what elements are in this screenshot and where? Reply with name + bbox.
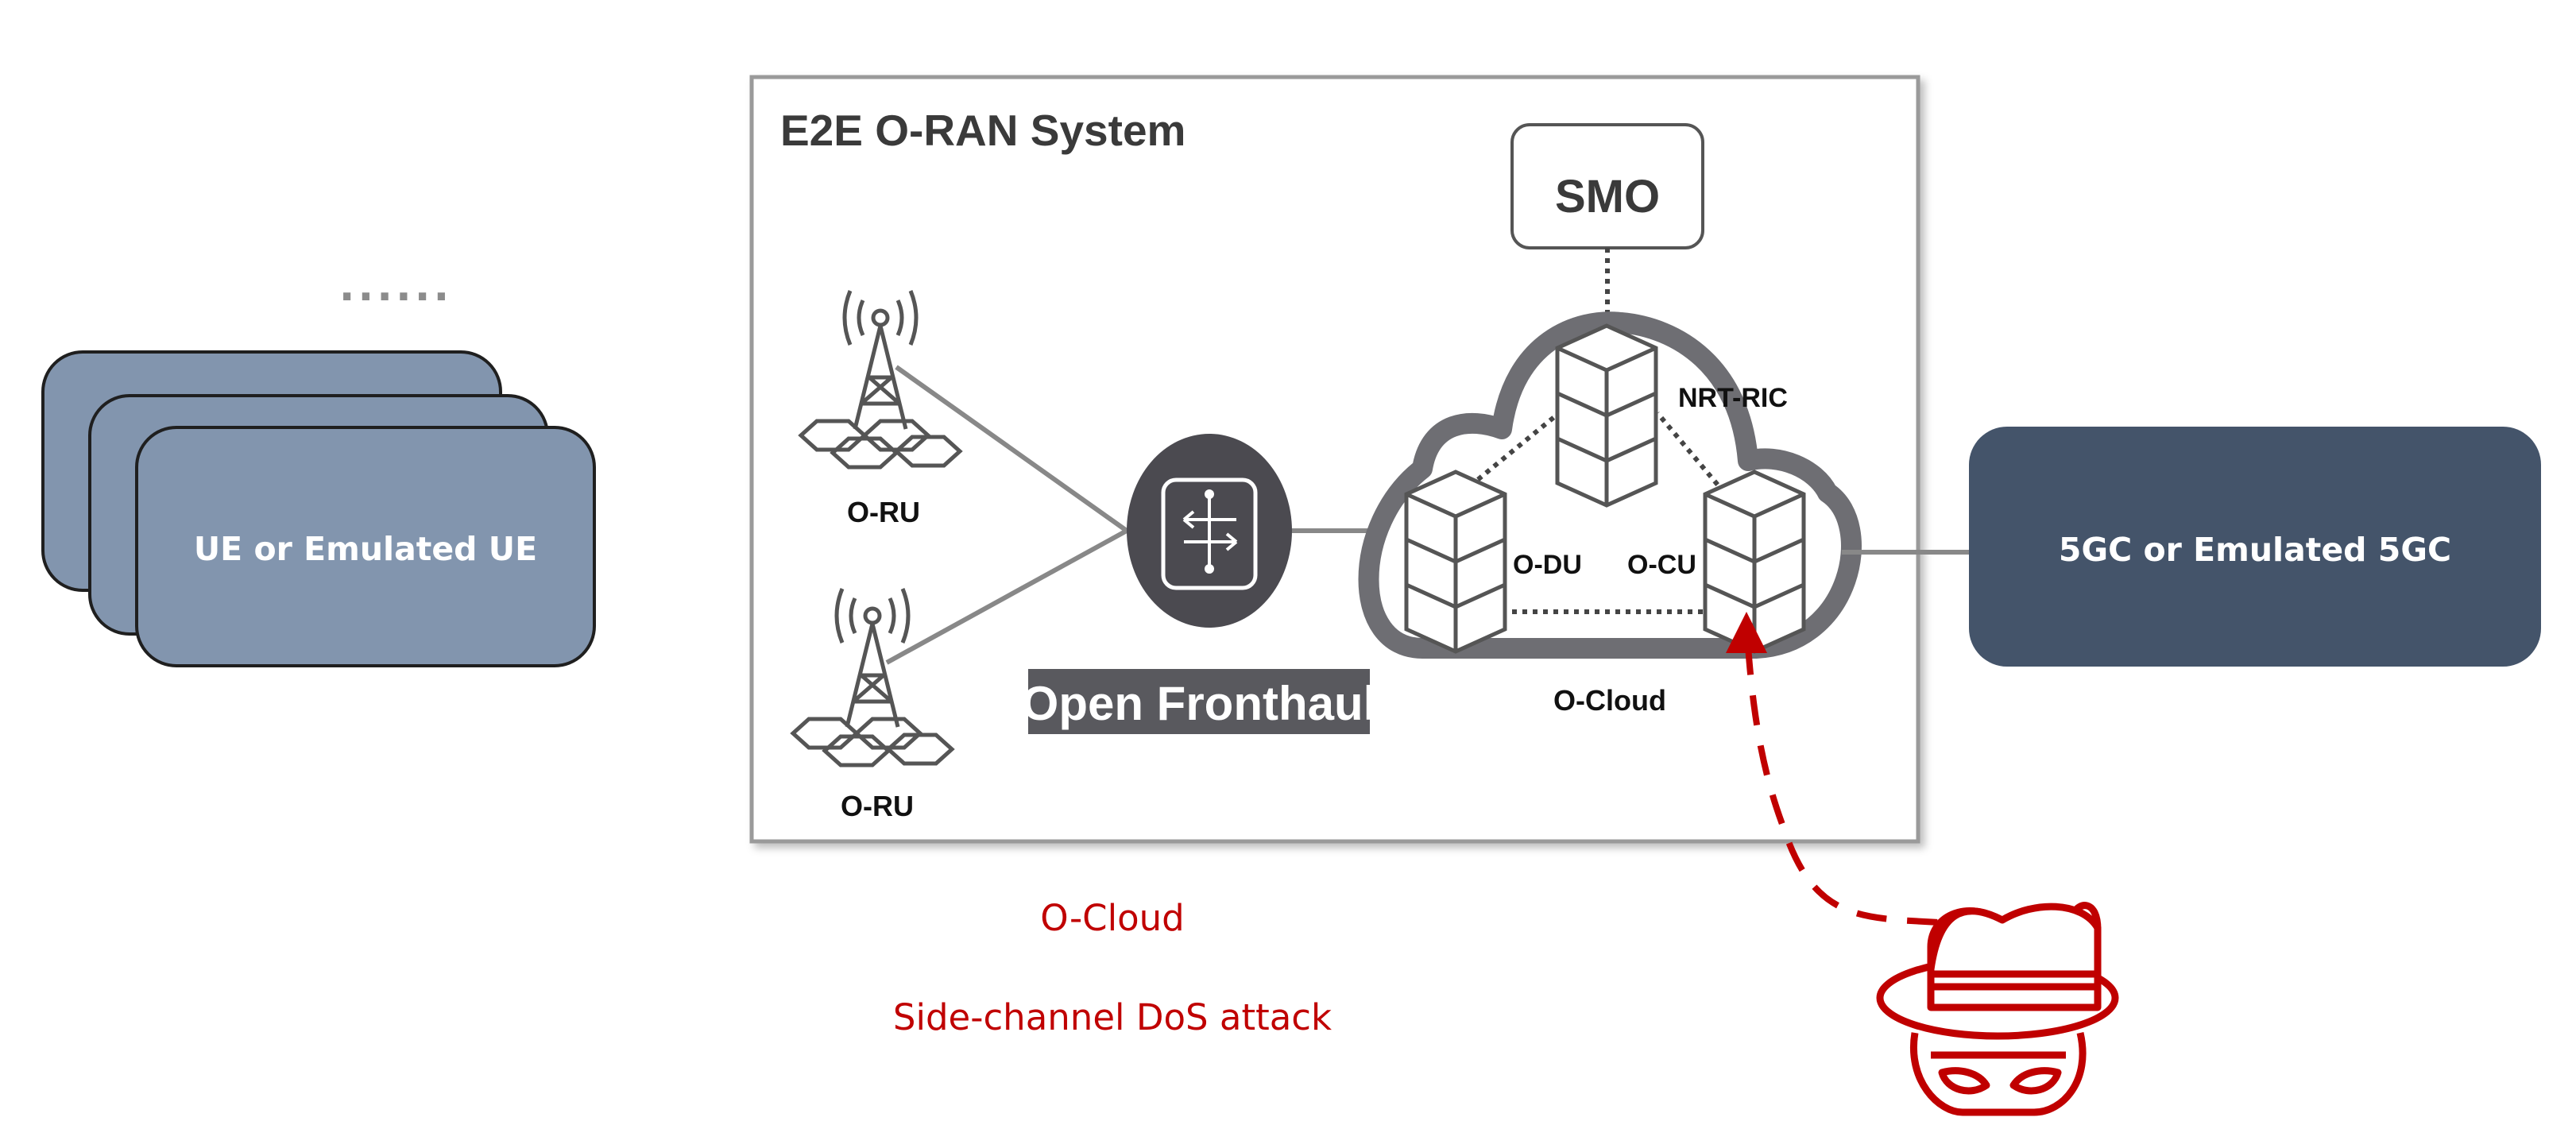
- attack-arrow: [1743, 622, 1989, 930]
- nrt-ric-label: NRT-RIC: [1678, 383, 1788, 413]
- core-box: [1969, 427, 2541, 667]
- ocu-label: O-CU: [1627, 550, 1696, 580]
- attack-text-line2: Side-channel DoS attack: [893, 996, 1332, 1038]
- ue-ellipsis: ......: [339, 263, 453, 311]
- cell-tower-icon: [790, 588, 955, 767]
- smo-label: SMO: [1555, 171, 1660, 222]
- link-ocu-ric: [1655, 412, 1727, 494]
- link-oru-bottom: [885, 528, 1128, 665]
- oran-system: E2E O-RAN System SMO O-RU: [749, 75, 1920, 844]
- switch-icon: [1127, 434, 1292, 628]
- oru-bottom-label: O-RU: [841, 790, 914, 822]
- odu-label: O-DU: [1513, 550, 1582, 580]
- system-title: E2E O-RAN System: [780, 106, 1186, 155]
- fronthaul-label-bg: [1028, 669, 1370, 734]
- core-network: 5GC or Emulated 5GC: [1969, 427, 2541, 667]
- ocloud-label: O-Cloud: [1553, 684, 1666, 717]
- ue-label: UE or Emulated UE: [194, 530, 537, 568]
- ue-card-front: [135, 426, 596, 667]
- cell-tower-icon: [798, 290, 963, 470]
- link-oru-top: [895, 365, 1128, 533]
- oru-top-label: O-RU: [847, 496, 920, 528]
- attack-arrowhead: [1726, 612, 1767, 653]
- ue-stack: ...... UE or Emulated UE: [41, 263, 596, 667]
- hacker-icon: [1876, 902, 2119, 1116]
- core-label: 5GC or Emulated 5GC: [2059, 531, 2451, 569]
- attack-text-line1: O-Cloud: [1040, 897, 1184, 939]
- link-odu-ric: [1460, 411, 1561, 495]
- server-stack-icon: [1555, 323, 1658, 508]
- fronthaul-label: Open Fronthaul: [1022, 677, 1377, 730]
- server-stack-icon: [1703, 470, 1806, 654]
- server-stack-icon: [1404, 470, 1507, 654]
